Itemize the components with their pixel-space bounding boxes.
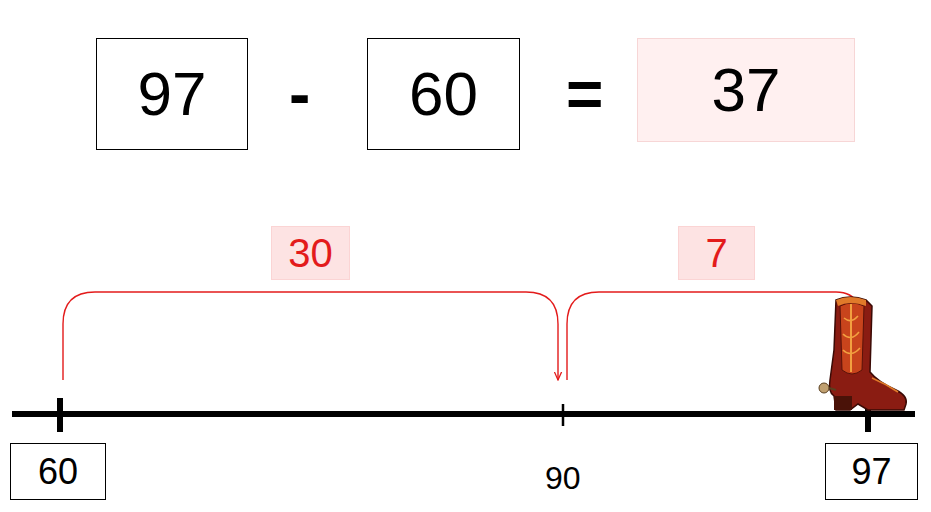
number-text: 37 xyxy=(712,59,781,121)
number-line-label: 97 xyxy=(825,443,918,500)
number-text: 7 xyxy=(705,233,727,273)
jump-size-box: 30 xyxy=(271,226,350,280)
jump-size-box: 7 xyxy=(678,226,755,280)
operator-sign: - xyxy=(289,62,310,126)
result-box: 37 xyxy=(637,38,855,142)
number-text: 97 xyxy=(851,454,891,490)
boot-picture xyxy=(819,297,906,410)
number-text: 97 xyxy=(138,63,207,125)
number-text: 60 xyxy=(38,454,78,490)
tick-mark xyxy=(562,404,565,426)
tick-mark xyxy=(57,398,63,432)
equation-box: 97 xyxy=(96,38,248,150)
jump-arc xyxy=(63,292,558,380)
equation-box: 60 xyxy=(367,38,520,150)
number-line-label: 60 xyxy=(10,443,106,500)
number-line xyxy=(12,411,915,417)
jump-arc xyxy=(567,292,858,380)
tick-label: 90 xyxy=(545,462,581,494)
operator-sign: = xyxy=(566,62,603,126)
number-text: 30 xyxy=(288,233,333,273)
number-text: 60 xyxy=(409,63,478,125)
